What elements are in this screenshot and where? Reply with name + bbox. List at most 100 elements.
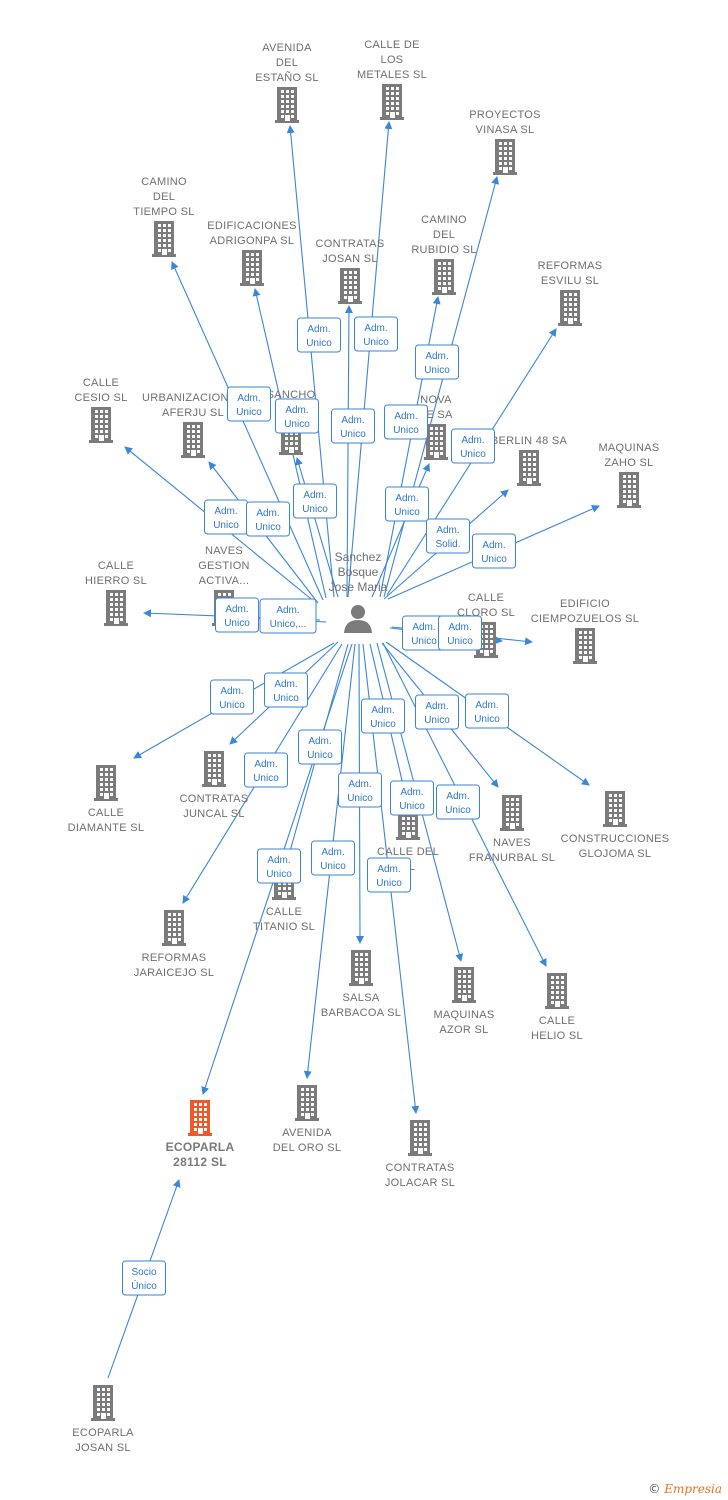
edge-label-metales[interactable]: Adm.Unico [354, 316, 398, 352]
edge-label-aferju[interactable]: Adm.Unico [246, 501, 290, 537]
company-ecoparla-josan-icon[interactable] [91, 1385, 115, 1421]
svg-text:Unico: Unico [236, 407, 262, 418]
company-nova-icon[interactable] [424, 424, 448, 460]
company-azor-icon[interactable] [452, 967, 476, 1003]
company-esvilu-icon[interactable] [558, 290, 582, 326]
edge-label-vinasa[interactable]: Adm.Unico [415, 344, 459, 380]
svg-text:Adm.: Adm. [321, 847, 344, 858]
edge-label-juncal[interactable]: Adm.Unico [264, 672, 308, 708]
edge-label-zaho[interactable]: Adm.Unico [472, 533, 516, 569]
company-estano-icon[interactable] [275, 87, 299, 123]
edge-label-jaraicejo[interactable]: Adm.Unico [244, 752, 288, 788]
company-zaho-icon[interactable] [617, 472, 641, 508]
svg-text:Unico: Unico [266, 869, 292, 880]
edge-label-cesio[interactable]: Adm.Unico [204, 499, 248, 535]
edge-label-diamante[interactable]: Adm.Unico [210, 679, 254, 715]
edge-label-tiempo[interactable]: Adm.Unico [227, 386, 271, 422]
company-ecoparla-icon[interactable] [188, 1100, 212, 1136]
edge-label-esvilu[interactable]: Adm.Unico [451, 428, 495, 464]
svg-text:Adm.: Adm. [377, 864, 400, 875]
edge-label-josan[interactable]: Adm.Unico [331, 408, 375, 444]
company-tiempo-icon[interactable] [152, 221, 176, 257]
company-berlin-icon[interactable] [517, 450, 541, 486]
edge-label-ecoparla[interactable]: Adm.Unico [257, 848, 301, 884]
edge-label-jolacar[interactable]: Adm.Unico [367, 857, 411, 893]
edge-label-franurbal[interactable]: Adm.Unico [415, 694, 459, 730]
company-hierro-icon[interactable] [104, 590, 128, 626]
company-ciempozuelos-icon[interactable] [573, 628, 597, 664]
edge-label-hierro[interactable]: Adm.Unico [215, 597, 259, 633]
copyright-symbol: © [648, 1482, 661, 1496]
edge-label-adrigonpa[interactable]: Adm.Unico [275, 398, 319, 434]
company-glojoma-icon[interactable] [603, 791, 627, 827]
company-metales-icon[interactable] [380, 84, 404, 120]
company-helio-icon[interactable] [545, 973, 569, 1009]
edge-label-cloro[interactable]: Adm.Unico [402, 615, 446, 651]
company-cesio-icon[interactable] [89, 407, 113, 443]
svg-text:Adm.: Adm. [303, 490, 326, 501]
edge-label-naves-gestion[interactable]: Adm.Unico,... [259, 598, 317, 634]
company-rubidio-icon[interactable] [432, 259, 456, 295]
edge-label-titanio[interactable]: Adm.Unico [298, 729, 342, 765]
svg-text:Adm.: Adm. [436, 525, 459, 536]
edge-label-oro[interactable]: Adm.Unico [311, 840, 355, 876]
edge-label-helio[interactable]: Adm.Unico [436, 784, 480, 820]
company-jaraicejo-icon[interactable] [162, 910, 186, 946]
edge-label-rubidio[interactable]: Adm.Unico [384, 404, 428, 440]
company-aferju-icon[interactable] [181, 422, 205, 458]
company-berlin-label[interactable]: BERLIN 48 SA [491, 435, 568, 447]
edge-label-glojoma[interactable]: Adm.Unico [465, 693, 509, 729]
edge-label-berlin[interactable]: Adm.Solid. [426, 518, 470, 554]
company-juncal-icon[interactable] [202, 751, 226, 787]
edge-label-nova[interactable]: Adm.Unico [385, 486, 429, 522]
company-vinasa-icon[interactable] [493, 139, 517, 175]
edge-label-ciempozuelos[interactable]: Adm.Unico [438, 615, 482, 651]
svg-text:Adm.: Adm. [371, 705, 394, 716]
company-jolacar-icon[interactable] [408, 1120, 432, 1156]
company-franurbal-icon[interactable] [500, 795, 524, 831]
company-adrigonpa-icon[interactable] [240, 250, 264, 286]
company-diamante-icon[interactable] [94, 765, 118, 801]
company-barbacoa-icon[interactable] [349, 950, 373, 986]
edge-label-calle-del[interactable]: Adm.Unico [361, 698, 405, 734]
company-josan-icon[interactable] [338, 268, 362, 304]
edge-label-sancho[interactable]: Adm.Unico [293, 483, 337, 519]
edge-label-barbacoa[interactable]: Adm.Unico [338, 772, 382, 808]
edge-label-azor[interactable]: Adm.Unico [390, 780, 434, 816]
edge-label-estano[interactable]: Adm.Unico [297, 317, 341, 353]
company-oro-icon[interactable] [295, 1085, 319, 1121]
person-icon[interactable] [344, 605, 372, 633]
svg-text:Adm.: Adm. [425, 701, 448, 712]
